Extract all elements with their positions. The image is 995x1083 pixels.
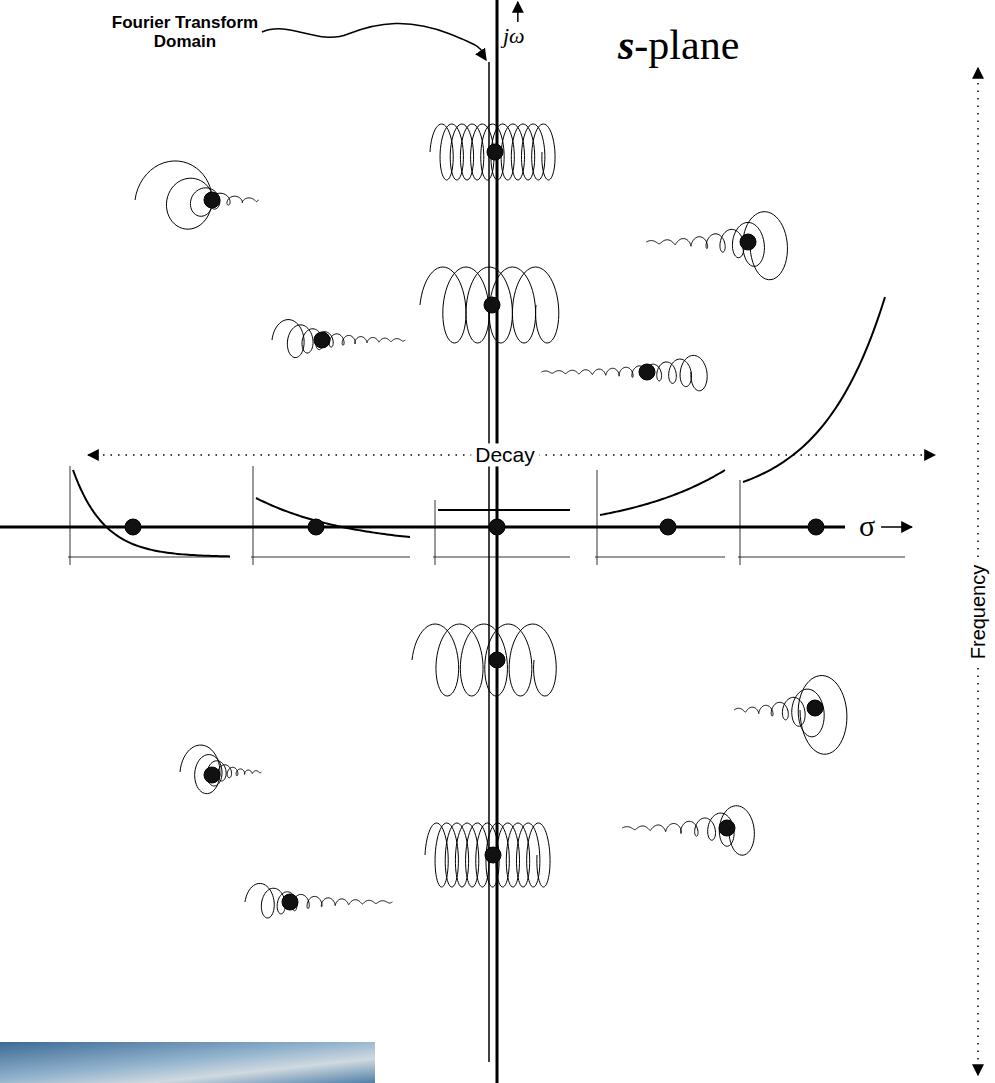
pole-dot (489, 519, 505, 535)
time-plot (68, 466, 230, 565)
signal-spiral (734, 676, 847, 755)
pole-dot (204, 192, 220, 208)
pole-dot (740, 234, 756, 250)
pole-dot (489, 652, 505, 668)
signal-spiral (425, 823, 550, 887)
fourier-domain-line (488, 62, 490, 1062)
plot-curve (743, 297, 885, 482)
domain-label: Fourier Transform Domain (100, 14, 270, 51)
photo-fragment (0, 1042, 375, 1083)
time-plot (595, 470, 725, 565)
signal-spiral (541, 355, 707, 390)
plot-axis (251, 557, 410, 558)
signal-spiral (272, 320, 405, 358)
pole-dot (487, 144, 503, 160)
plot-axis (597, 470, 598, 565)
plot-curve (600, 470, 725, 515)
leader-line (262, 23, 486, 60)
decay-label: Decay (471, 443, 539, 466)
pole-dot (660, 519, 676, 535)
pole-dot (204, 767, 220, 783)
signal-spiral (412, 624, 556, 696)
frequency-label: Frequency (967, 561, 989, 664)
signal-spiral (180, 745, 261, 794)
plot-axis (595, 557, 725, 558)
time-plot (433, 500, 570, 565)
jw-arrow (517, 2, 519, 22)
axis-label: jω (503, 24, 525, 48)
pole-dot (719, 820, 735, 836)
plot-curve (438, 509, 570, 511)
signal-spiral (420, 267, 559, 343)
pole-dots (125, 144, 824, 910)
sigma-arrow (881, 526, 912, 528)
signal-spirals (135, 124, 847, 918)
plane-title: s-plane (618, 22, 739, 68)
signal-spiral (622, 806, 754, 855)
pole-dot (485, 847, 501, 863)
plot-curve (256, 498, 410, 537)
pole-dot (125, 519, 141, 535)
signal-spiral (646, 212, 787, 280)
signal-spiral (430, 124, 555, 180)
plot-axis (433, 557, 570, 558)
time-plot (251, 466, 410, 565)
time-plot (738, 297, 905, 565)
plot-axis (253, 466, 254, 565)
pole-dot (484, 297, 500, 313)
pole-dot (314, 332, 330, 348)
plot-axis (738, 557, 905, 558)
pole-dot (282, 894, 298, 910)
plot-axis (435, 500, 436, 565)
plot-curve (73, 470, 230, 556)
pole-dot (308, 519, 324, 535)
pole-dot (639, 364, 655, 380)
signal-spiral (245, 883, 392, 918)
axis-label: σ (859, 509, 875, 542)
decay-plots (68, 297, 905, 565)
pole-dot (808, 519, 824, 535)
plot-axis (70, 466, 71, 565)
signal-spiral (135, 161, 259, 229)
plot-axis (740, 480, 741, 565)
imaginary-axis (496, 0, 499, 1083)
pole-dot (807, 700, 823, 716)
